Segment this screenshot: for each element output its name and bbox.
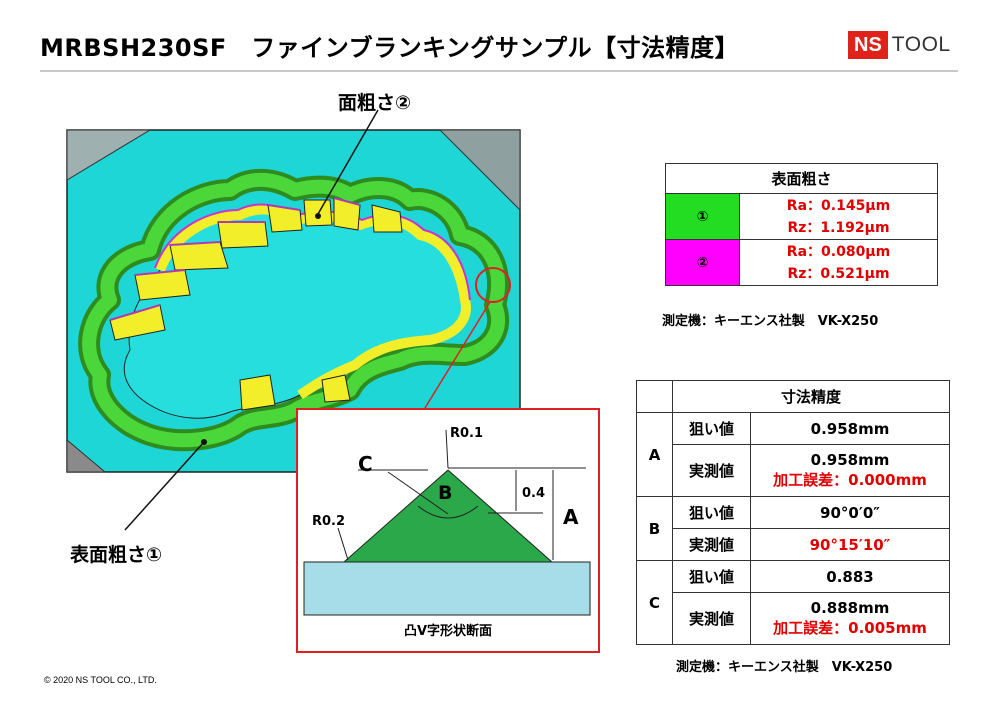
bottom-notch-2 — [321, 374, 351, 403]
label-c: C — [358, 452, 373, 476]
angle-arc — [417, 505, 479, 519]
dimension-header: 寸法精度 — [672, 380, 950, 413]
logo-tool: TOOL — [891, 33, 951, 56]
label-r01: R0.1 — [450, 426, 484, 441]
logo-ns: NS — [848, 31, 888, 59]
measured-label: 実測値 — [672, 444, 751, 497]
label-b: B — [438, 482, 453, 504]
plate-chamfer-top-right — [438, 129, 521, 212]
roughness-id: ① — [665, 193, 740, 240]
header-divider — [40, 70, 958, 72]
v-ridge — [342, 469, 554, 563]
target-label: 狙い値 — [672, 560, 751, 593]
target-value: 0.883 — [750, 560, 950, 593]
cross-section-diagram — [303, 429, 591, 616]
roughness-note: 測定機：キーエンス社製 VK-X250 — [662, 314, 879, 329]
copyright: © 2020 NS TOOL CO., LTD. — [44, 675, 157, 685]
page-title: MRBSH230SF ファインブランキングサンプル【寸法精度】 — [40, 34, 740, 62]
target-label: 狙い値 — [672, 496, 751, 529]
row-id: A — [636, 412, 673, 497]
measured-value: 0.958mm — [810, 451, 890, 469]
plate-chamfer-bottom-left — [66, 438, 107, 473]
dim-c — [387, 471, 449, 515]
plate-chamfer-top-left — [66, 129, 152, 181]
cross-section-inset: R0.1 R0.2 C B 0.4 A 凸V字形状断面 — [296, 408, 600, 653]
leader-surface-2 — [317, 109, 379, 215]
measured-value: 90°15′10″ — [750, 528, 950, 561]
inner-wall-yellow — [155, 204, 471, 400]
cross-section-caption: 凸V字形状断面 — [403, 624, 493, 639]
table-row: B 狙い値 90°0′0″ — [636, 496, 950, 561]
leader-surface-1 — [124, 441, 205, 531]
label-surface-roughness-2: 面粗さ② — [338, 92, 412, 114]
table-row: A 狙い値 0.958mm — [636, 412, 950, 497]
error-value: 加工誤差：0.000mm — [773, 471, 927, 489]
roughness-rz: Rz：0.521μm — [787, 265, 890, 282]
detail-leader — [424, 301, 491, 409]
row-id: C — [636, 560, 673, 645]
measured-value: 0.888mm — [810, 599, 890, 617]
roughness-header: 表面粗さ — [665, 163, 938, 194]
roughness-ra: Ra：0.080μm — [786, 243, 891, 260]
label-r02: R0.2 — [312, 514, 346, 529]
row-id: B — [636, 496, 673, 561]
table-row: 実測値 0.958mm 加工誤差：0.000mm — [637, 444, 950, 497]
measured-label: 実測値 — [672, 592, 751, 645]
target-value: 0.958mm — [750, 412, 950, 445]
target-label: 狙い値 — [672, 412, 751, 445]
measured-label: 実測値 — [672, 528, 751, 561]
roughness-ra: Ra：0.145μm — [786, 197, 891, 214]
table-row: 実測値 0.888mm 加工誤差：0.005mm — [637, 592, 950, 645]
label-04: 0.4 — [522, 486, 546, 501]
bottom-notch — [239, 374, 276, 411]
base-block — [303, 561, 591, 616]
roughness-rz: Rz：1.192μm — [787, 219, 890, 236]
dimension-table: 寸法精度 A 狙い値 0.958mm 実測値 0.958mm 加工誤差：0.000… — [636, 380, 950, 645]
error-value: 加工誤差：0.005mm — [773, 619, 927, 637]
roughness-id: ② — [665, 239, 740, 286]
table-row: C 狙い値 0.883 — [636, 560, 950, 645]
ns-tool-logo: NS TOOL — [848, 30, 951, 60]
table-row: 実測値 90°15′10″ — [637, 528, 950, 561]
detail-circle — [475, 267, 511, 303]
target-value: 90°0′0″ — [750, 496, 950, 529]
label-a: A — [563, 505, 579, 529]
label-surface-roughness-1: 表面粗さ① — [70, 544, 163, 566]
dimension-note: 測定機：キーエンス社製 VK-X250 — [676, 660, 893, 675]
